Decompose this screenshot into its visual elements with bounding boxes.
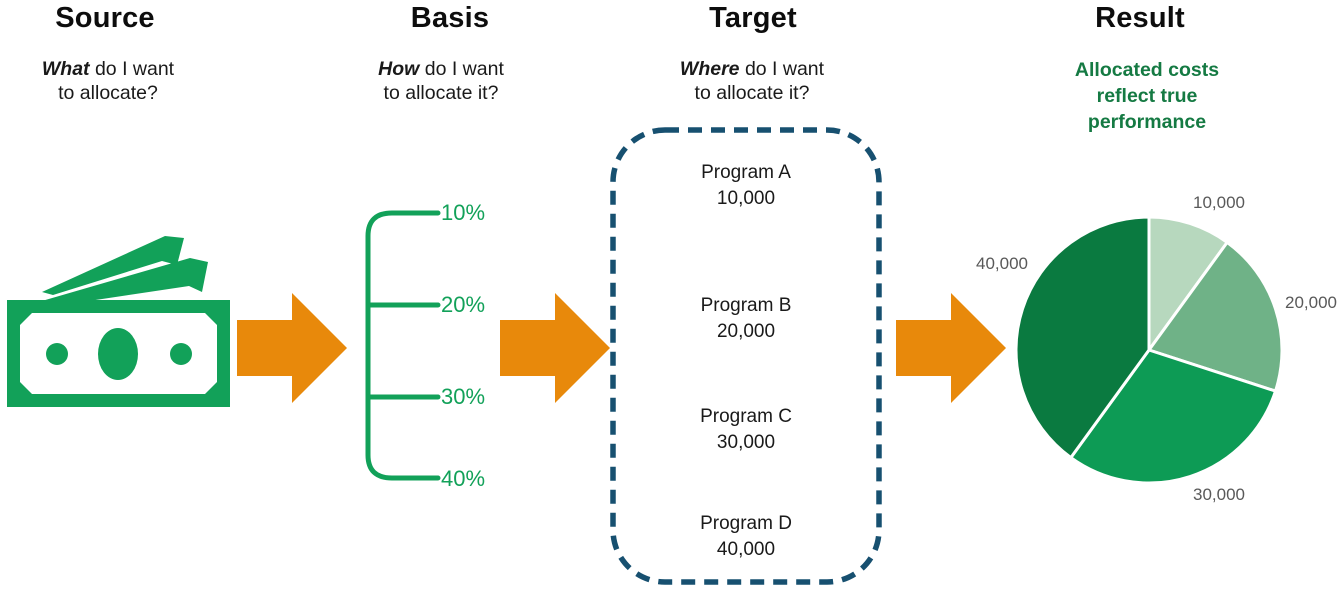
result-subtitle: Allocated costs reflect true performance <box>1075 57 1219 135</box>
target-title: Target <box>709 2 797 34</box>
arrow-right-icon <box>500 293 610 403</box>
program-c-entry: Program C 30,000 <box>700 404 792 456</box>
program-c-name: Program C <box>700 406 792 427</box>
program-a-value: 10,000 <box>716 188 776 209</box>
pie-label-10000: 10,000 <box>1193 193 1245 212</box>
basis-subtitle-line1: How do I want <box>378 57 504 81</box>
program-b-value: 20,000 <box>716 321 776 342</box>
basis-percent-20: 20% <box>441 292 486 317</box>
program-c-value: 30,000 <box>716 432 776 453</box>
program-d-name: Program D <box>700 513 792 534</box>
basis-subtitle-rest: do I want <box>419 58 504 80</box>
result-subtitle-line1: Allocated costs <box>1074 59 1220 81</box>
source-subtitle-emphasis: What <box>41 58 90 80</box>
basis-subtitle-line2: to allocate it? <box>383 82 499 104</box>
program-a-entry: Program A 10,000 <box>701 160 791 212</box>
basis-percent-30: 30% <box>441 384 486 409</box>
target-subtitle-rest: do I want <box>739 58 825 80</box>
money-bills-icon <box>5 228 233 410</box>
source-title: Source <box>55 2 155 34</box>
program-b-name: Program B <box>700 295 792 316</box>
pie-slice-30000 <box>1069 348 1277 485</box>
source-subtitle-line1: What do I want <box>42 57 174 81</box>
program-b-entry: Program B 20,000 <box>701 293 792 345</box>
target-subtitle-line1: Where do I want <box>680 57 824 81</box>
basis-percent-40: 40% <box>441 466 486 491</box>
money-bills-svg <box>7 236 230 407</box>
pie-slice-40000 <box>1014 215 1151 460</box>
target-subtitle-emphasis: Where <box>679 58 740 80</box>
pie-slice-20000 <box>1147 240 1284 393</box>
program-d-entry: Program D 40,000 <box>700 511 792 563</box>
program-a-name: Program A <box>701 162 791 183</box>
source-subtitle-rest: do I want <box>89 58 175 80</box>
pie-label-20000: 20,000 <box>1285 293 1337 312</box>
source-subtitle-line2: to allocate? <box>58 82 158 104</box>
target-dashed-box <box>610 127 882 585</box>
arrow-right-icon <box>237 293 347 403</box>
result-subtitle-line3: performance <box>1087 111 1207 133</box>
result-subtitle-line2: reflect true <box>1096 85 1198 107</box>
pie-slice-10000 <box>1147 215 1229 352</box>
basis-subtitle: How do I want to allocate it? <box>378 57 504 105</box>
program-d-value: 40,000 <box>716 539 776 560</box>
basis-percent-10: 10% <box>441 200 486 225</box>
basis-title: Basis <box>410 2 490 34</box>
arrow-right-icon <box>896 293 1006 403</box>
target-subtitle: Where do I want to allocate it? <box>680 57 824 105</box>
pie-label-30000: 30,000 <box>1193 485 1245 504</box>
result-title: Result <box>1095 2 1185 34</box>
target-subtitle-line2: to allocate it? <box>694 82 810 104</box>
allocation-bracket-icon <box>360 198 490 490</box>
basis-subtitle-emphasis: How <box>378 58 420 80</box>
pie-chart <box>1013 214 1285 486</box>
pie-label-40000: 40,000 <box>976 254 1028 273</box>
source-subtitle: What do I want to allocate? <box>42 57 174 105</box>
